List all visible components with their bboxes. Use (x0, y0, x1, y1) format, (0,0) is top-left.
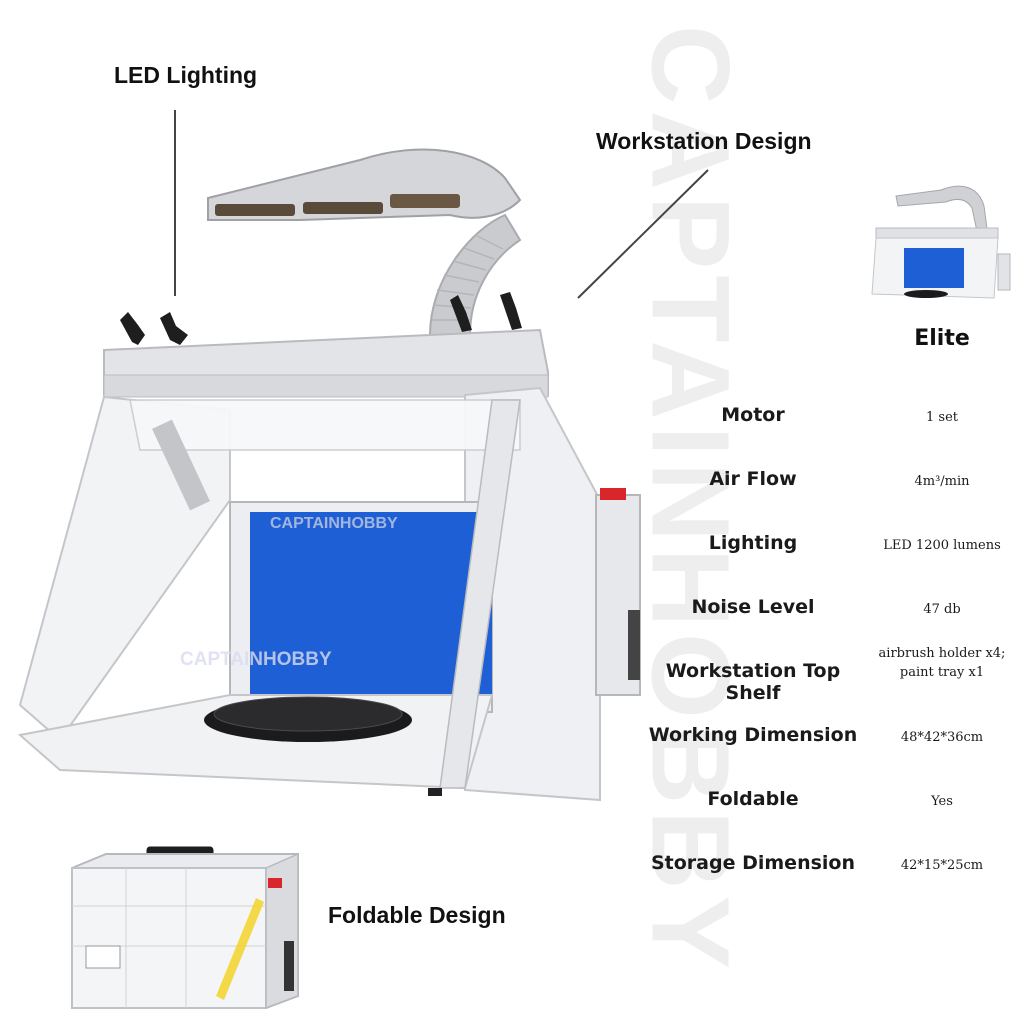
filter-watermark: CAPTAINHOBBY (270, 515, 398, 532)
nozzle-slot (215, 204, 295, 216)
spec-name: Foldable (707, 788, 799, 810)
spec-value-line: airbrush holder x4; (878, 646, 1006, 661)
spec-value: 48*42*36cm (900, 730, 984, 745)
spec-value: 4m³/min (914, 474, 970, 489)
model-name: Elite (914, 326, 970, 351)
spec-value-line: paint tray x1 (899, 665, 985, 680)
floor-watermark: CAPTAINHOBBY (180, 649, 332, 670)
spec-value: 47 db (923, 602, 961, 617)
spec-value: LED 1200 lumens (883, 538, 1001, 553)
airbrush-holders (120, 292, 522, 345)
spec-name: Air Flow (709, 468, 797, 490)
spec-name: Noise Level (691, 596, 815, 618)
case-label (85, 945, 121, 969)
led-lighting-label: LED Lighting (114, 62, 258, 88)
case-power-switch (268, 878, 282, 888)
led-lighting-leader-line (174, 110, 176, 296)
spec-name: Working Dimension (648, 724, 858, 746)
spec-value: 1 set (926, 410, 958, 425)
folded-case-illustration (71, 846, 299, 1010)
spec-value: airbrush holder x4; paint tray x1 (872, 644, 1012, 682)
motor-vent (628, 610, 640, 680)
spec-value: 42*15*25cm (900, 858, 984, 873)
foldable-design-label: Foldable Design (328, 902, 506, 928)
spec-name: Workstation Top Shelf (665, 660, 841, 704)
blue-filter (250, 512, 492, 694)
workstation-design-label: Workstation Design (596, 128, 812, 154)
spec-name: Storage Dimension (650, 852, 855, 874)
spray-booth-illustration: CAPTAINHOBBY CAPTAINHOBBY (17, 148, 641, 802)
elite-thumbnail (871, 185, 1011, 299)
power-switch (600, 488, 626, 500)
nozzle-slot (390, 194, 460, 208)
spec-value: Yes (931, 794, 953, 809)
case-decal (216, 898, 264, 1000)
nozzle-slot (303, 202, 383, 214)
led-light-bar (152, 419, 210, 511)
spec-name: Motor (721, 404, 785, 426)
exhaust-hose (428, 213, 522, 336)
spec-name: Lighting (708, 532, 798, 554)
